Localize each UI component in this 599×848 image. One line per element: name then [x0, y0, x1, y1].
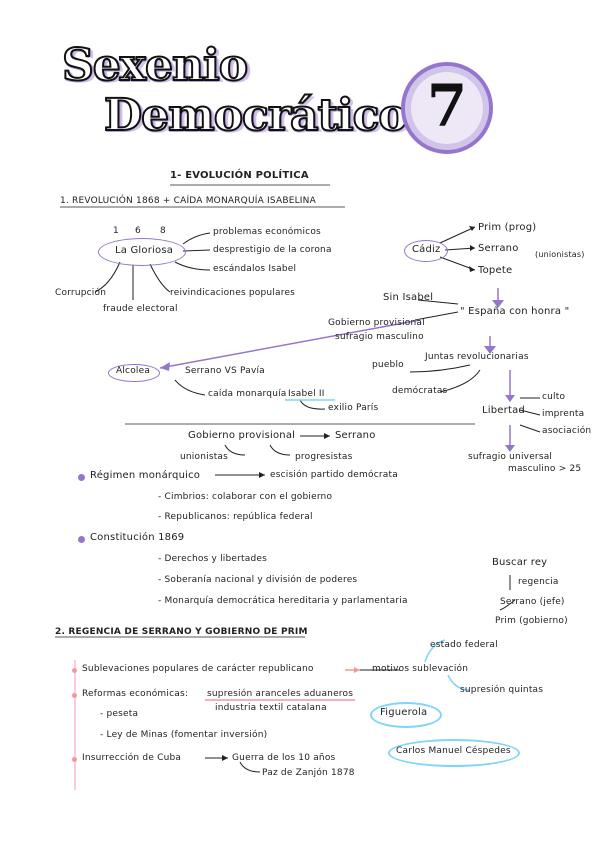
carlos-label: Carlos Manuel Céspedes	[396, 746, 511, 756]
democratas-label: demócratas	[392, 386, 448, 396]
gloriosa-pill	[98, 238, 186, 266]
section1-heading: 1- EVOLUCIÓN POLÍTICA	[170, 170, 309, 181]
regimen-label: Régimen monárquico	[90, 470, 201, 481]
left-cause-1: Corrupción	[55, 288, 107, 298]
cadiz-label: Cádiz	[412, 244, 441, 255]
cadiz-prim: Prim (prog)	[478, 222, 537, 233]
serrano-vs-pavia: Serrano VS Pavía	[185, 366, 265, 376]
libertad-imprenta: imprenta	[542, 409, 585, 419]
cimbrios-label: - Cimbrios: colaborar con el gobierno	[158, 492, 333, 502]
republicanos-label: - Republicanos: república federal	[158, 512, 313, 522]
constitucion-label: Constitución 1869	[90, 532, 185, 543]
bullet-sublevaciones	[72, 668, 77, 673]
peseta-label: - peseta	[100, 709, 139, 719]
cadiz-pill	[404, 240, 448, 262]
alcolea-pill	[108, 364, 160, 382]
serrano-jefe: Serrano (jefe)	[500, 597, 565, 607]
espana-con-honra: " España con honra "	[460, 306, 570, 317]
pueblo-label: pueblo	[372, 360, 404, 370]
masculino-25: masculino > 25	[508, 464, 582, 474]
buscar-rey: Buscar rey	[492, 557, 548, 568]
libertad-asociacion: asociación	[542, 426, 592, 436]
bullet-insurreccion	[72, 757, 77, 762]
caida-monarquia: caída monarquía	[208, 389, 287, 399]
estado-federal: estado federal	[430, 640, 498, 650]
gobierno-provisional-2: Gobierno provisional	[188, 430, 296, 441]
left-cause-3: fraude electoral	[103, 304, 178, 314]
figuerola-label: Figuerola	[380, 707, 428, 718]
carlos-pill	[388, 739, 520, 767]
libertad-culto: culto	[542, 392, 566, 402]
title-line1: Sexenio	[61, 40, 249, 91]
constitucion-item-2: - Soberanía nacional y división de poder…	[158, 575, 358, 585]
gobierno-provisional-1: Gobierno provisional	[328, 318, 425, 328]
libertad-label: Libertad	[482, 405, 525, 416]
sufragio-masculino-1: sufragio masculino	[335, 332, 424, 342]
cause-1: problemas económicos	[213, 227, 321, 237]
figuerola-pill	[370, 702, 442, 728]
insurreccion-label: Insurrección de Cuba	[82, 753, 182, 763]
guerra-label: Guerra de los 10 años	[232, 753, 336, 763]
constitucion-item-1: - Derechos y libertades	[158, 554, 268, 564]
gloriosa-label: La Gloriosa	[115, 245, 174, 256]
prim-gobierno: Prim (gobierno)	[495, 616, 568, 626]
cause-3: escándalos Isabel	[213, 264, 297, 274]
number-badge: 7	[401, 62, 493, 154]
digit-1: 1	[113, 226, 119, 236]
paz-label: Paz de Zanjón 1878	[262, 768, 355, 778]
exilio-paris: exilio París	[328, 403, 379, 413]
bullet-constitucion	[78, 536, 85, 543]
bullet-reformas	[72, 693, 77, 698]
constitucion-item-3: - Monarquía democrática hereditaria y pa…	[158, 596, 408, 606]
escision-label: escisión partido demócrata	[270, 470, 398, 480]
cadiz-topete: Topete	[478, 265, 513, 276]
industria-label: industria textil catalana	[215, 703, 327, 713]
bullet-regimen	[78, 474, 85, 481]
regencia-word: regencia	[518, 577, 559, 587]
serrano-label: Serrano	[335, 430, 376, 441]
supresion-aranceles: supresión aranceles aduaneros	[207, 689, 354, 699]
alcolea-label: Alcolea	[116, 366, 151, 376]
supresion-quintas: supresión quintas	[460, 685, 544, 695]
cause-2: desprestigio de la corona	[213, 245, 332, 255]
unionistas-note: (unionistas)	[535, 250, 585, 259]
number-text: 7	[426, 72, 468, 140]
digit-8: 8	[160, 226, 166, 236]
ley-minas-label: - Ley de Minas (fomentar inversión)	[100, 730, 268, 740]
title-line2: Democrático	[103, 90, 409, 141]
left-cause-2: reivindicaciones populares	[170, 288, 296, 298]
isabel-ii: Isabel II	[288, 389, 325, 399]
digit-6: 6	[135, 226, 141, 236]
section1-subheading: 1. REVOLUCIÓN 1868 + CAÍDA MONARQUÍA ISA…	[60, 196, 316, 206]
sin-isabel: Sin Isabel	[383, 292, 434, 303]
sublevaciones-label: Sublevaciones populares de carácter repu…	[82, 664, 314, 674]
unionistas-label: unionistas	[180, 452, 229, 462]
juntas-label: Juntas revolucionarias	[425, 352, 529, 362]
progresistas-label: progresistas	[295, 452, 353, 462]
cadiz-serrano: Serrano	[478, 243, 519, 254]
sufragio-universal: sufragio universal	[468, 452, 553, 462]
reformas-label: Reformas económicas:	[82, 689, 189, 699]
motivos-label: motivos sublevación	[372, 664, 469, 674]
section2-heading: 2. REGENCIA DE SERRANO Y GOBIERNO DE PRI…	[55, 627, 308, 637]
